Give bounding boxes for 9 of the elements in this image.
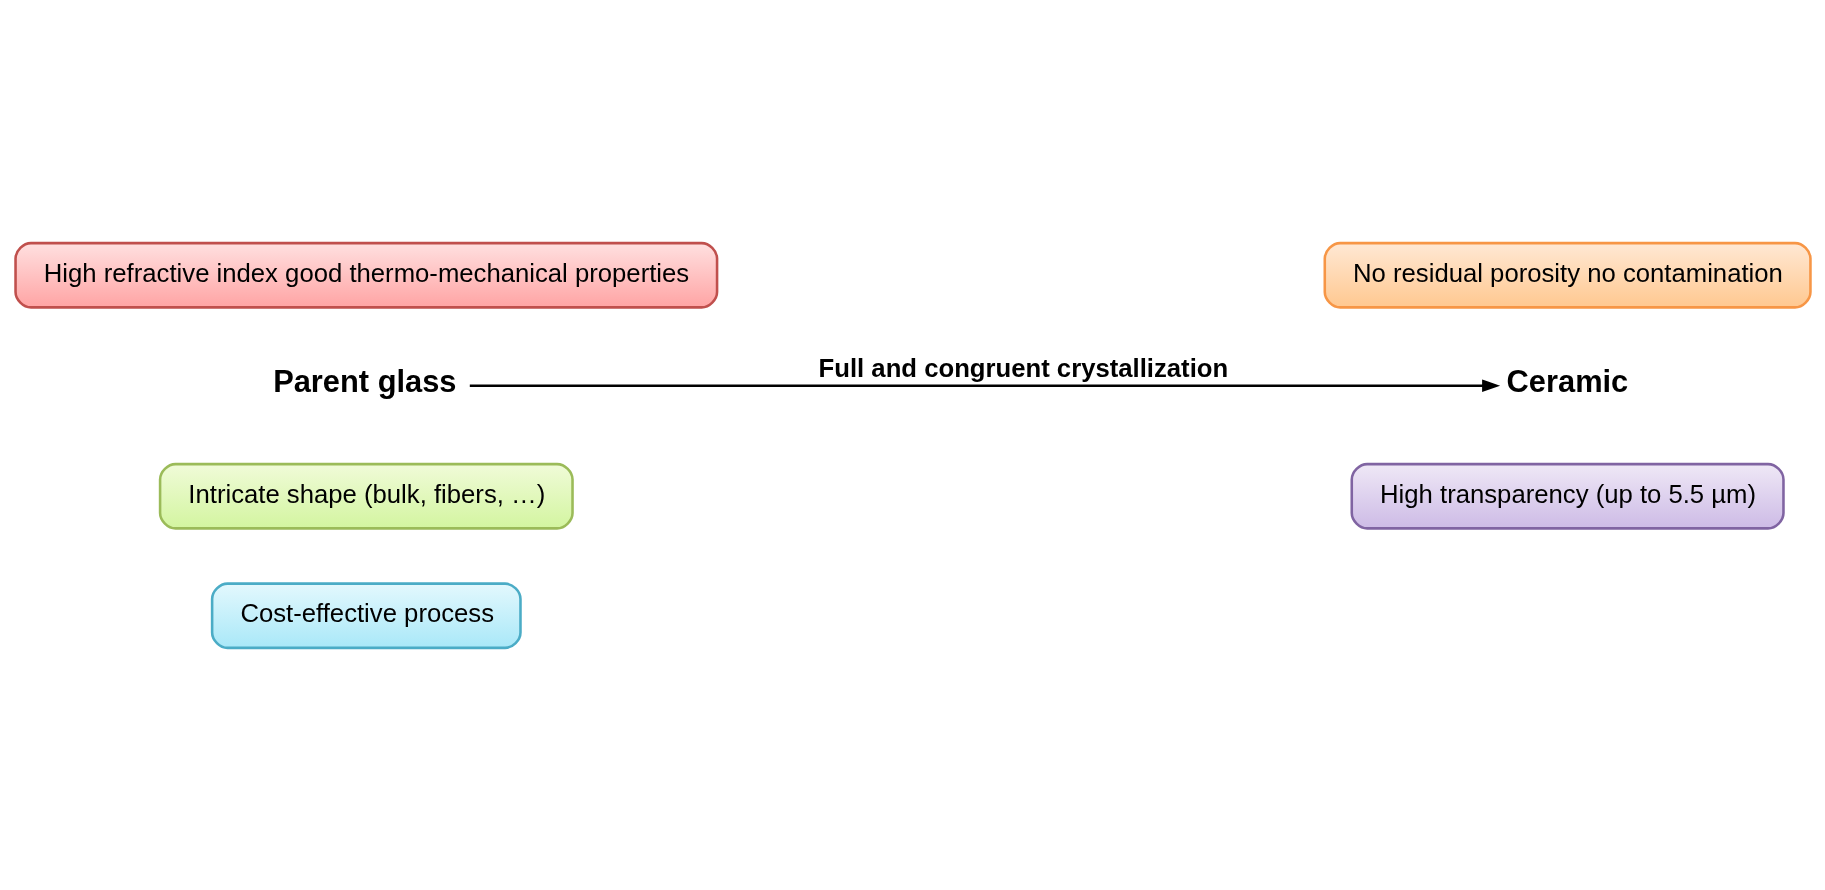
edge-label: Full and congruent crystallization xyxy=(818,353,1228,382)
node-text: Parent glass xyxy=(272,363,456,399)
node-box: Cost-effective process xyxy=(210,581,522,649)
node-box: High transparency (up to 5.5 µm) xyxy=(1350,462,1785,530)
node-box: No residual porosity no contamination xyxy=(1323,241,1812,309)
node-text: Ceramic xyxy=(1506,363,1628,399)
node-box: Intricate shape (bulk, fibers, …) xyxy=(158,462,574,530)
node-box: High refractive index good thermo-mechanical properties xyxy=(13,241,718,309)
arrow xyxy=(469,378,1500,392)
